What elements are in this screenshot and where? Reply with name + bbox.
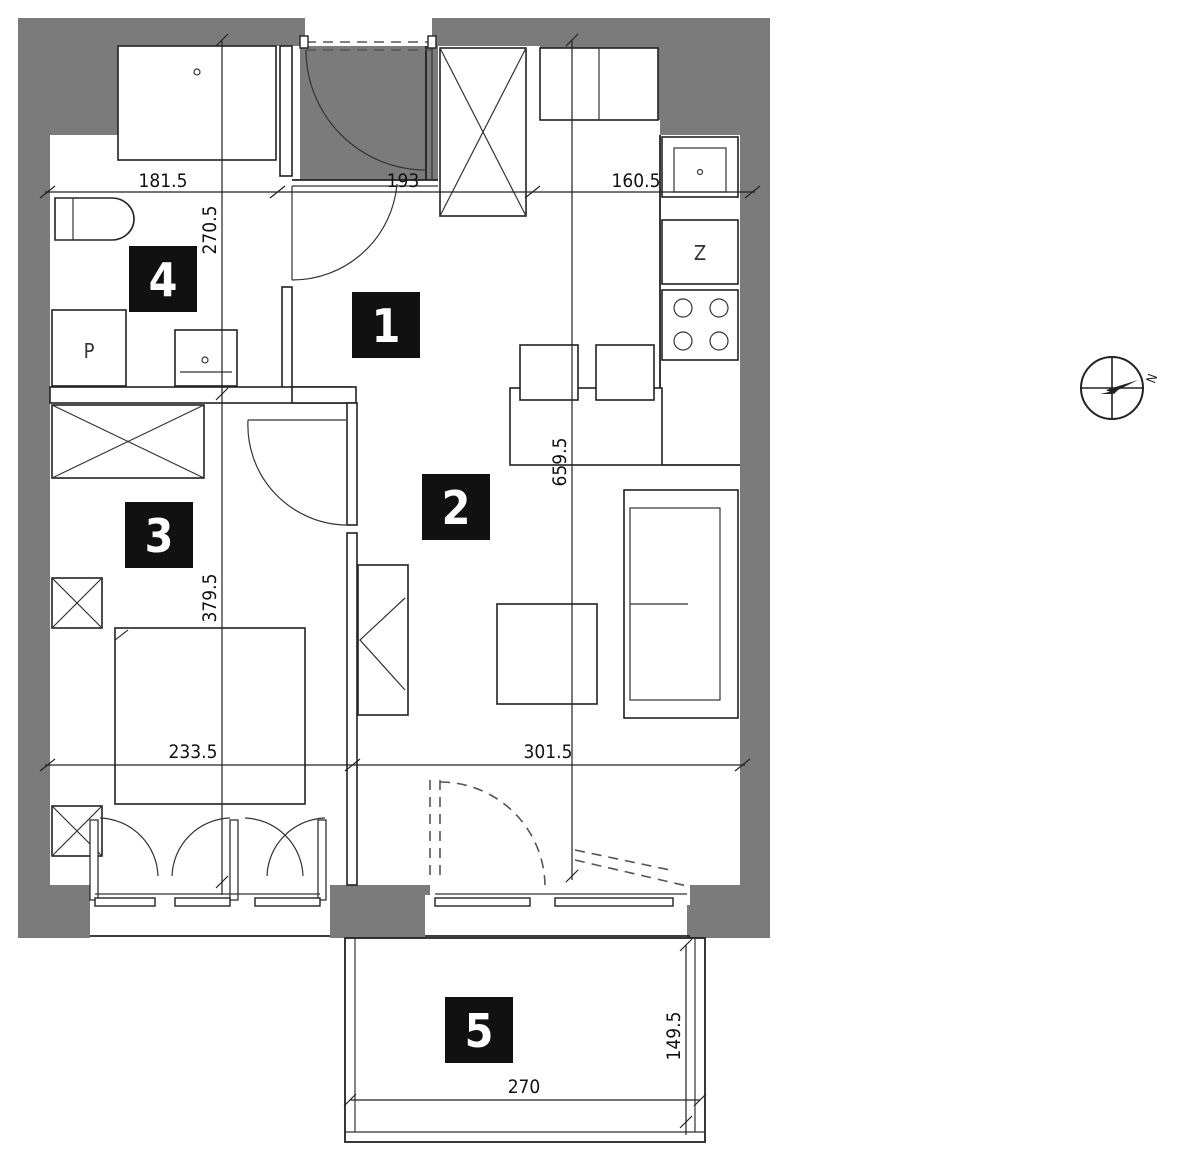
svg-text:3: 3 <box>145 509 174 563</box>
dim-bathroom-width: 181.5 <box>139 170 188 192</box>
door-swing-icon <box>429 780 688 887</box>
kitchen-fixtures: Z <box>509 136 740 466</box>
compass-icon: N <box>1080 356 1161 420</box>
dim-hall-width: 193 <box>387 170 420 192</box>
room-label-4: 4 <box>129 246 197 312</box>
bedroom-fixtures <box>51 404 347 901</box>
shaft-cross-icon <box>439 47 527 217</box>
svg-text:5: 5 <box>465 1004 494 1058</box>
balcony <box>344 937 706 1143</box>
interior-walls <box>49 45 661 886</box>
room-label-2: 2 <box>422 474 490 540</box>
fridge-letter: Z <box>694 241 706 265</box>
bathroom-fixtures: P <box>51 45 398 387</box>
room-label-3: 3 <box>125 502 193 568</box>
svg-text:4: 4 <box>149 253 178 307</box>
dim-bedroom-length: 379.5 <box>199 574 221 623</box>
wardrobe-top <box>539 47 659 121</box>
svg-text:2: 2 <box>442 481 471 535</box>
room-label-5: 5 <box>445 997 513 1063</box>
living-fixtures <box>357 489 739 719</box>
dim-balcony-length: 149.5 <box>663 1012 685 1061</box>
window-icon <box>94 893 687 907</box>
dim-bedroom-width: 233.5 <box>169 741 218 763</box>
room-label-1: 1 <box>352 292 420 358</box>
svg-text:1: 1 <box>372 299 401 353</box>
entrance-door <box>299 35 437 171</box>
dim-living-width: 301.5 <box>524 741 573 763</box>
washer-letter: P <box>84 339 95 363</box>
walls <box>18 18 770 938</box>
dim-balcony-width: 270 <box>508 1076 541 1098</box>
dim-bathroom-length: 270.5 <box>199 206 221 255</box>
dimension-lines <box>39 33 761 1135</box>
dim-living-length: 659.5 <box>549 438 571 487</box>
compass-north-letter: N <box>1144 372 1161 385</box>
dim-kitchen-width: 160.5 <box>612 170 661 192</box>
